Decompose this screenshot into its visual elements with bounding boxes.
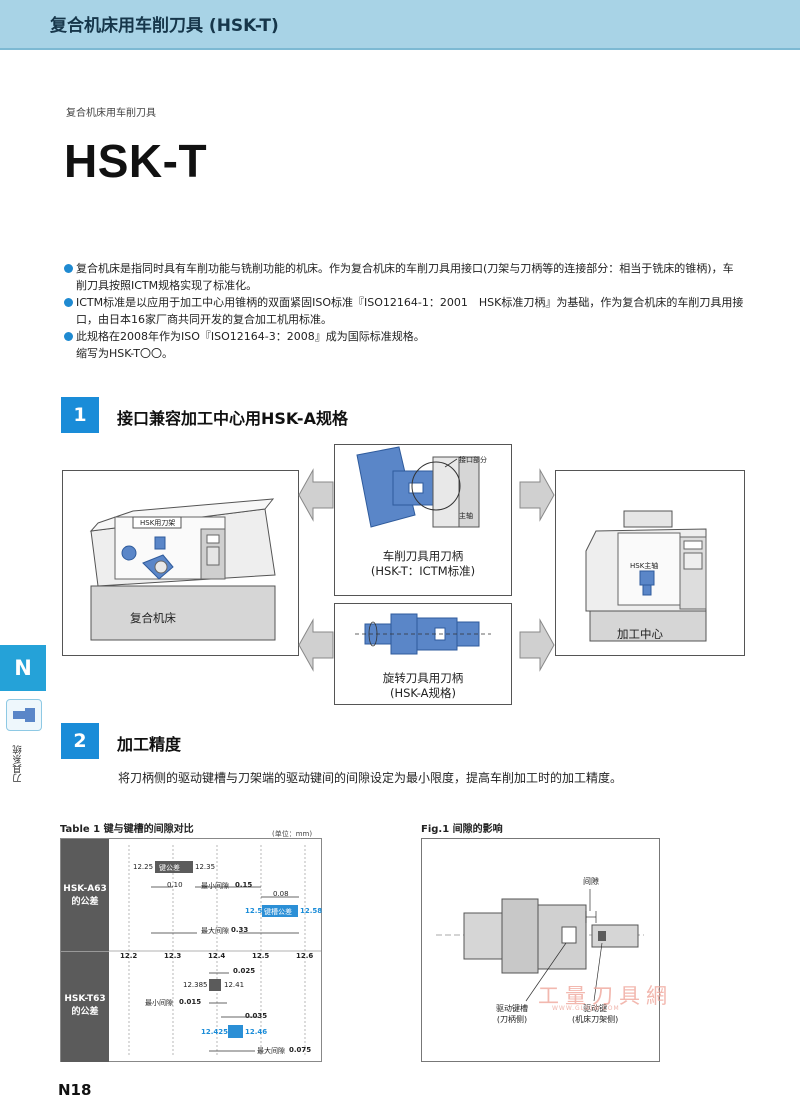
rotating-holder-illustration bbox=[355, 613, 491, 655]
bullet-text: 复合机床是指同时具有车削功能与铣削功能的机床。作为复合机床的车削刀具用接口(刀架… bbox=[76, 262, 734, 292]
rotating-holder-caption-line2: (HSK-A规格) bbox=[389, 686, 457, 700]
bullet-item: 此规格在2008年作为ISO『ISO12164-3：2008』成为国际标准规格。 bbox=[64, 328, 744, 345]
axis-tick: 12.2 bbox=[120, 952, 138, 960]
hsk-holder-tag: HSK用刀架 bbox=[140, 519, 176, 527]
key-tolerance-bar bbox=[155, 861, 193, 873]
bullet-text: ICTM标准是以应用于加工中心用锥柄的双面紧固ISO标准『ISO12164-1：… bbox=[76, 296, 744, 326]
rotating-holder-caption: 旋转刀具用刀柄 (HSK-A规格) bbox=[340, 671, 506, 701]
axis-tick: 12.5 bbox=[252, 952, 270, 960]
slot-tolerance-label: 键槽公差 bbox=[264, 908, 292, 916]
turning-holder-box bbox=[334, 444, 512, 596]
section2-description: 将刀柄侧的驱动键槽与刀架端的驱动键间的间隙设定为最小限度，提高车削加工时的加工精… bbox=[118, 771, 623, 785]
min-gap-value: 0.015 bbox=[179, 998, 202, 1006]
table1: HSK-A63 的公差 HSK-T63 的公差 12.2 12.3 12.4 1… bbox=[60, 838, 322, 1062]
turning-holder-caption: 车削刀具用刀柄 (HSK-T：ICTM标准) bbox=[340, 549, 506, 579]
bullet-item: 复合机床是指同时具有车削功能与铣削功能的机床。作为复合机床的车削刀具用接口(刀架… bbox=[64, 260, 744, 294]
watermark-url: WWW.GLDJW.COM bbox=[552, 1005, 620, 1012]
multitask-machine-box bbox=[62, 470, 299, 656]
table1-row1-label-cell bbox=[61, 839, 109, 951]
multitask-machine-label: 复合机床 bbox=[130, 611, 176, 625]
slot-tolerance-bar bbox=[228, 1025, 243, 1038]
rotating-holder-caption-line1: 旋转刀具用刀柄 bbox=[382, 671, 464, 685]
key-width: 0.025 bbox=[233, 967, 256, 975]
bullet-item: ICTM标准是以应用于加工中心用锥柄的双面紧固ISO标准『ISO12164-1：… bbox=[64, 294, 744, 328]
slot-width: 0.035 bbox=[245, 1012, 268, 1020]
key-min: 12.25 bbox=[133, 863, 154, 871]
header-band bbox=[0, 0, 800, 50]
tool-system-icon bbox=[6, 699, 42, 731]
page-number: N18 bbox=[58, 1081, 92, 1099]
left-arrow-icon bbox=[298, 618, 334, 672]
slot-width: 0.08 bbox=[273, 890, 289, 898]
machining-center-label: 加工中心 bbox=[617, 627, 663, 641]
turning-holder-caption-line1: 车削刀具用刀柄 bbox=[382, 549, 464, 563]
min-gap-label: 最小间隙 bbox=[145, 999, 173, 1007]
fig1-caption: Fig.1 间隙的影响 bbox=[421, 824, 503, 835]
slot-max: 12.46 bbox=[245, 1028, 268, 1036]
fig1-box bbox=[421, 838, 660, 1062]
key-tolerance-bar bbox=[209, 979, 221, 991]
spindle-label: 主轴 bbox=[459, 512, 473, 520]
breadcrumb: 复合机床用车削刀具 bbox=[66, 108, 156, 119]
key-tolerance-label: 键公差 bbox=[159, 864, 180, 872]
max-gap-label: 最大间隙 bbox=[257, 1047, 285, 1055]
fig1-gap-label: 间隙 bbox=[583, 877, 599, 886]
abbrev-note: 缩写为HSK-T〇〇。 bbox=[76, 347, 173, 360]
table1-row2-label: HSK-T63 的公差 bbox=[64, 994, 106, 1017]
axis-tick: 12.3 bbox=[164, 952, 182, 960]
max-gap-value: 0.33 bbox=[231, 926, 249, 934]
section2-title: 加工精度 bbox=[117, 735, 182, 754]
bullet-dot-icon bbox=[64, 264, 73, 273]
max-gap-label: 最大间隙 bbox=[201, 927, 229, 935]
slot-min: 12.425 bbox=[201, 1028, 229, 1036]
machining-center-illustration bbox=[585, 510, 707, 642]
interface-label: 接口部分 bbox=[459, 456, 487, 464]
section1-number: 1 bbox=[61, 397, 99, 433]
right-arrow-icon bbox=[519, 468, 555, 522]
rotating-holder-box bbox=[334, 603, 512, 705]
section1-title: 接口兼容加工中心用HSK-A规格 bbox=[117, 409, 348, 428]
table1-row2-label-cell bbox=[61, 951, 109, 1062]
bullet-dot-icon bbox=[64, 298, 73, 307]
turning-holder-caption-line2: (HSK-T：ICTM标准) bbox=[370, 564, 476, 578]
row2-dimension-lines bbox=[209, 972, 259, 1052]
page-title: HSK-T bbox=[64, 135, 208, 187]
bullet-text: 此规格在2008年作为ISO『ISO12164-3：2008』成为国际标准规格。 bbox=[76, 330, 425, 343]
table1-caption: Table 1 键与键槽的间隙对比 bbox=[60, 824, 194, 835]
header-title: 复合机床用车削刀具 (HSK-T) bbox=[50, 16, 279, 36]
left-arrow-icon bbox=[298, 468, 334, 522]
key-max: 12.35 bbox=[195, 863, 216, 871]
intro-bullets: 复合机床是指同时具有车削功能与铣削功能的机床。作为复合机床的车削刀具用接口(刀架… bbox=[64, 260, 744, 362]
fig1-illustration bbox=[436, 889, 644, 1002]
min-gap-value: 0.15 bbox=[235, 881, 253, 889]
side-tab-label: 刀具系统 bbox=[13, 745, 24, 783]
table1-row1-label: HSK-A63 的公差 bbox=[63, 884, 107, 907]
axis-tick: 12.6 bbox=[296, 952, 314, 960]
side-tab-letter[interactable]: N bbox=[0, 645, 46, 691]
multitask-machine-illustration bbox=[89, 498, 276, 641]
table1-grid bbox=[109, 845, 321, 1057]
turning-holder-illustration bbox=[356, 446, 480, 528]
slot-max: 12.58 bbox=[300, 907, 323, 915]
fig1-slot-label: 驱动键槽 (刀柄侧) bbox=[496, 1004, 528, 1024]
key-min: 12.385 bbox=[183, 981, 208, 989]
hsk-spindle-tag: HSK主轴 bbox=[630, 562, 659, 570]
right-arrow-icon bbox=[519, 618, 555, 672]
fig1-key-label: 驱动键 (机床刀架侧) bbox=[572, 1004, 619, 1024]
slot-min: 12.5 bbox=[245, 907, 263, 915]
min-gap-label: 最小间隙 bbox=[201, 882, 229, 890]
table1-unit: (单位：mm) bbox=[272, 830, 313, 838]
key-max: 12.41 bbox=[224, 981, 245, 989]
watermark-logo: 工量刀具網 bbox=[538, 984, 673, 1008]
max-gap-value: 0.075 bbox=[289, 1046, 312, 1054]
bullet-dot-icon bbox=[64, 332, 73, 341]
axis-tick: 12.4 bbox=[208, 952, 226, 960]
gap-a: 0.10 bbox=[167, 881, 183, 889]
row1-dimension-lines bbox=[151, 886, 299, 934]
slot-tolerance-bar bbox=[262, 905, 298, 917]
machining-center-box bbox=[555, 470, 745, 656]
section2-number: 2 bbox=[61, 723, 99, 759]
